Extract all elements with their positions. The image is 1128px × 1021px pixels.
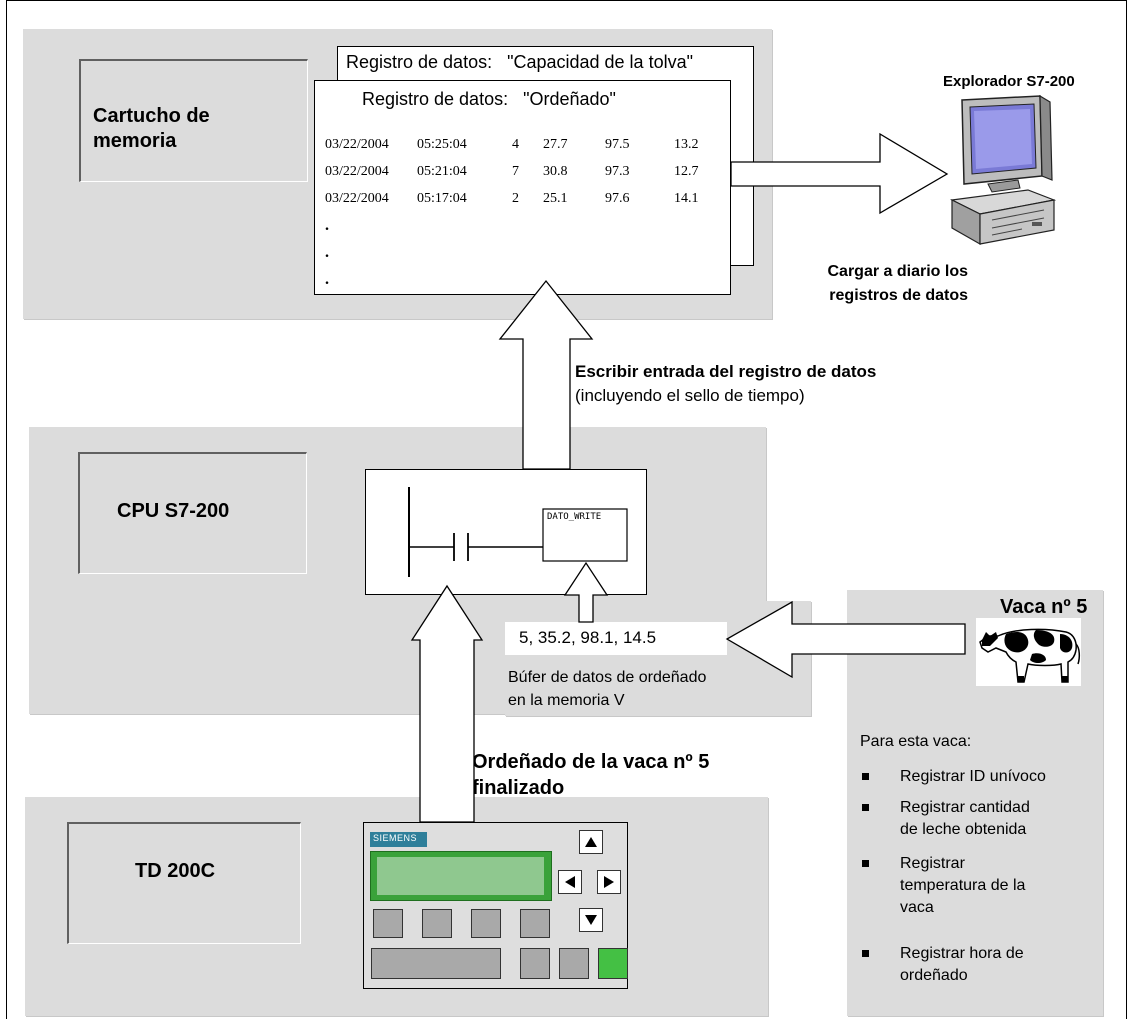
enter-key[interactable] [598,948,628,979]
escape-key[interactable] [520,948,550,979]
bullet-icon [862,804,869,811]
cow-task-line: vaca [900,899,934,916]
arrow-buffer-to-instruction [563,561,609,623]
log-cell: 4 [512,137,519,152]
log-cell: 97.6 [605,191,630,206]
up-arrow-icon [585,837,597,847]
function-key-4[interactable] [520,909,550,938]
shift-bar-key[interactable] [371,948,501,979]
log-cell: 12.7 [674,164,699,179]
buffer-caption-line2: en la memoria V [508,692,625,709]
right-arrow-key[interactable] [597,870,621,894]
td200c-label-box [67,822,301,944]
cow-task-line: Registrar cantidad [900,799,1030,816]
buffer-caption-line1: Búfer de datos de ordeñado [508,669,707,686]
write-entry-subtitle: (incluyendo el sello de tiempo) [575,386,805,405]
diagram-frame [6,0,1127,1019]
cpu-label-box [78,452,307,574]
cow-icon [979,628,1081,683]
function-key-2[interactable] [422,909,452,938]
log-cell: 14.1 [674,191,699,206]
log-sheet-milking-title: Registro de datos: "Ordeñado" [362,89,616,109]
cow-task-item: Registrar cantidad de leche obtenida [900,797,1030,841]
log-cell: 2 [512,191,519,206]
cow-task-line: ordeñado [900,967,968,984]
ladder-diagram [408,487,628,577]
milking-finished-line1: Ordeñado de la vaca nº 5 [472,751,710,773]
upload-caption-line1: Cargar a diario los [827,263,969,280]
data-write-instruction: DATO_WRITE [547,512,602,522]
cow-title: Vaca nº 5 [1000,596,1088,618]
bullet-icon [862,950,869,957]
left-arrow-icon [565,876,575,888]
memory-cartridge-label-box [79,59,308,182]
cow-task-line: Registrar ID unívoco [900,768,1046,785]
log-cell: 13.2 [674,137,699,152]
lcd-screen [377,857,544,895]
cow-task-line: Registrar [900,855,965,872]
log-cell: 27.7 [543,137,568,152]
function-key-1[interactable] [373,909,403,938]
bullet-icon [862,773,869,780]
cow-task-item: Registrar hora de ordeñado [900,943,1024,987]
log-cell: 03/22/2004 [325,137,389,152]
arrow-write-to-log [498,279,594,470]
milking-finished-line2: finalizado [472,777,565,799]
write-entry-title: Escribir entrada del registro de datos [575,362,877,381]
log-cell: 05:17:04 [417,191,467,206]
arrow-log-to-explorer [730,132,949,215]
log-cell: 05:21:04 [417,164,467,179]
log-ellipsis-dot: . [325,244,329,261]
log-cell: 03/22/2004 [325,191,389,206]
explorer-title: Explorador S7-200 [943,73,1075,90]
log-cell: 05:25:04 [417,137,467,152]
cow-task-line: temperatura de la [900,877,1026,894]
upload-caption: Cargar a diario los registros de datos [780,260,969,308]
cow-task-line: Registrar hora de [900,945,1024,962]
function-key-3[interactable] [471,909,501,938]
cow-intro: Para esta vaca: [860,733,972,750]
cow-task-line: de leche obtenida [900,821,1027,838]
down-arrow-icon [585,915,597,925]
cow-task-item: Registrar ID unívoco [900,766,1046,788]
milking-finished-caption: Ordeñado de la vaca nº 5 finalizado [472,749,709,801]
cpu-title: CPU S7-200 [117,500,230,522]
log-cell: 7 [512,164,519,179]
computer-icon [949,94,1057,246]
buffer-caption: Búfer de datos de ordeñado en la memoria… [508,666,706,712]
log-ellipsis-dot: . [325,271,329,288]
bullet-icon [862,860,869,867]
log-sheet-milking: Registro de datos: "Ordeñado" 03/22/2004… [314,80,731,295]
buffer-values: 5, 35.2, 98.1, 14.5 [519,628,657,647]
right-arrow-icon [604,876,614,888]
log-cell: 03/22/2004 [325,164,389,179]
arrow-td-to-cpu [410,584,484,823]
td200c-title: TD 200C [135,860,216,882]
siemens-badge [370,832,427,847]
buffer-values-box [505,622,727,655]
log-cell: 30.8 [543,164,568,179]
edit-key[interactable] [559,948,589,979]
siemens-brand: SIEMENS [373,833,418,843]
memory-cartridge-title: Cartucho de memoria [93,105,210,152]
log-cell: 97.5 [605,137,630,152]
log-cell: 97.3 [605,164,630,179]
cow-task-item: Registrar temperatura de la vaca [900,853,1025,919]
log-ellipsis-dot: . [325,217,329,234]
log-sheet-capacity-title: Registro de datos: "Capacidad de la tolv… [346,52,693,72]
upload-caption-line2: registros de datos [829,287,968,304]
log-cell: 25.1 [543,191,568,206]
arrow-cow-to-buffer [725,600,966,679]
